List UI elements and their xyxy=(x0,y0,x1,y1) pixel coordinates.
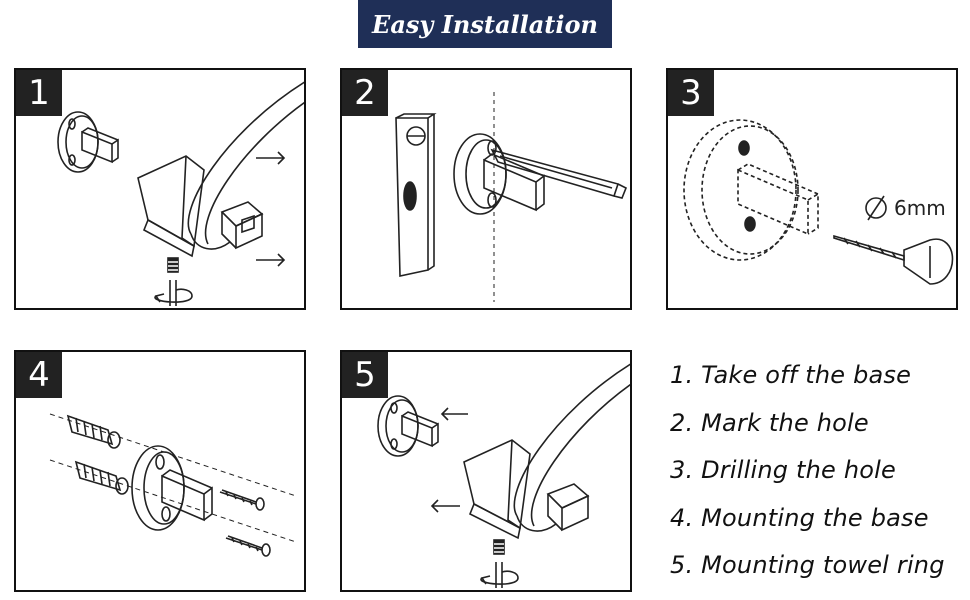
step-3-panel: 3 6mm xyxy=(666,68,958,310)
drilling-hole-illustration xyxy=(683,119,954,285)
step-4-text: 4. Mounting the base xyxy=(670,503,929,532)
step-5-text: 5. Mounting towel ring xyxy=(670,551,945,579)
step-1-panel: 1 xyxy=(14,68,306,310)
drill-size-label-layer: 6mm xyxy=(894,196,946,220)
step-3-badge: 3 xyxy=(668,70,714,116)
mark-hole-illustration xyxy=(395,92,628,302)
mount-towel-ring-illustration xyxy=(377,363,630,588)
mount-base-illustration xyxy=(49,413,297,557)
step-1-badge: 1 xyxy=(16,70,62,116)
drill-size-label: 6mm xyxy=(894,196,946,220)
step-4-badge: 4 xyxy=(16,352,62,398)
steps-list: 1. Take off the base 2. Mark the hole 3.… xyxy=(670,356,966,594)
step-5-badge: 5 xyxy=(342,352,388,398)
step-3-text: 3. Drilling the hole xyxy=(670,456,896,484)
page-title: Easy Installation xyxy=(358,0,612,48)
step-2-badge: 2 xyxy=(342,70,388,116)
step-2-panel: 2 xyxy=(340,68,632,310)
take-off-base-illustration xyxy=(57,81,304,306)
step-5-panel: 5 xyxy=(340,350,632,592)
step-1-text: 1. Take off the base xyxy=(670,361,912,389)
step-2-text: 2. Mark the hole xyxy=(670,408,869,437)
step-4-panel: 4 xyxy=(14,350,306,592)
